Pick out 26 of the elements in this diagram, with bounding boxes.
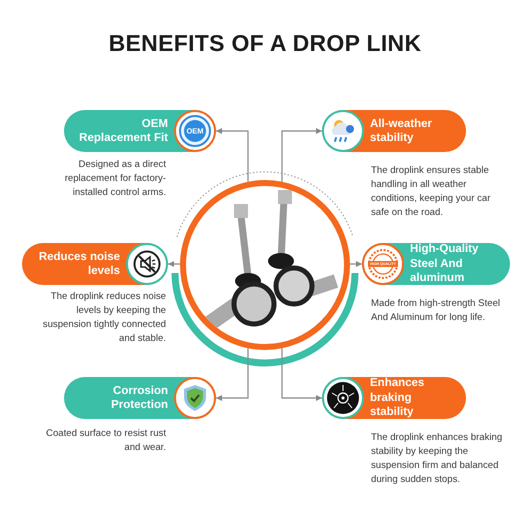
- benefit-pill: [64, 377, 216, 419]
- connector-arrow: [281, 348, 322, 401]
- connector-arrow: [216, 348, 249, 401]
- benefit-description: Designed as a direct replacement for factory-installed control arms.: [64, 158, 166, 200]
- benefit-title: Enhances braking stability: [370, 376, 426, 420]
- connector-arrow: [350, 261, 362, 267]
- benefit-pill: [322, 377, 466, 419]
- connector-arrow: [281, 128, 322, 182]
- title: BENEFITS OF A DROP LINK: [108, 30, 422, 57]
- benefit-title: All-weather stability: [370, 116, 433, 146]
- benefit-title: High-Quality Steel And aluminum: [410, 242, 480, 286]
- benefit-pill: [22, 243, 168, 285]
- benefit-title: Corrosion Protection: [110, 384, 168, 412]
- benefit-description: The droplink ensures stable handling in all weather conditions, keeping your car safe on the road.: [371, 164, 492, 220]
- benefit-title: Reduces noise levels: [38, 250, 120, 278]
- connector-arrow: [168, 261, 180, 267]
- benefit-description: Made from high-strength Steel And Aluminum for long life.: [371, 297, 502, 325]
- connector-arrow: [216, 128, 249, 182]
- benefit-pill: [362, 243, 510, 285]
- benefit-description: The droplink enhances braking stability by keeping the suspension firm and balanced during sudden stops.: [371, 431, 504, 487]
- benefit-description: The droplink reduces noise levels by keeping the suspension tightly connected and stable.: [42, 290, 166, 346]
- benefit-title: OEM Replacement Fit: [78, 116, 168, 146]
- benefit-pill: [64, 110, 216, 152]
- drop-link-photo: [180, 180, 350, 350]
- benefit-pill: [322, 110, 466, 152]
- benefit-description: Coated surface to resist rust and wear.: [45, 427, 166, 455]
